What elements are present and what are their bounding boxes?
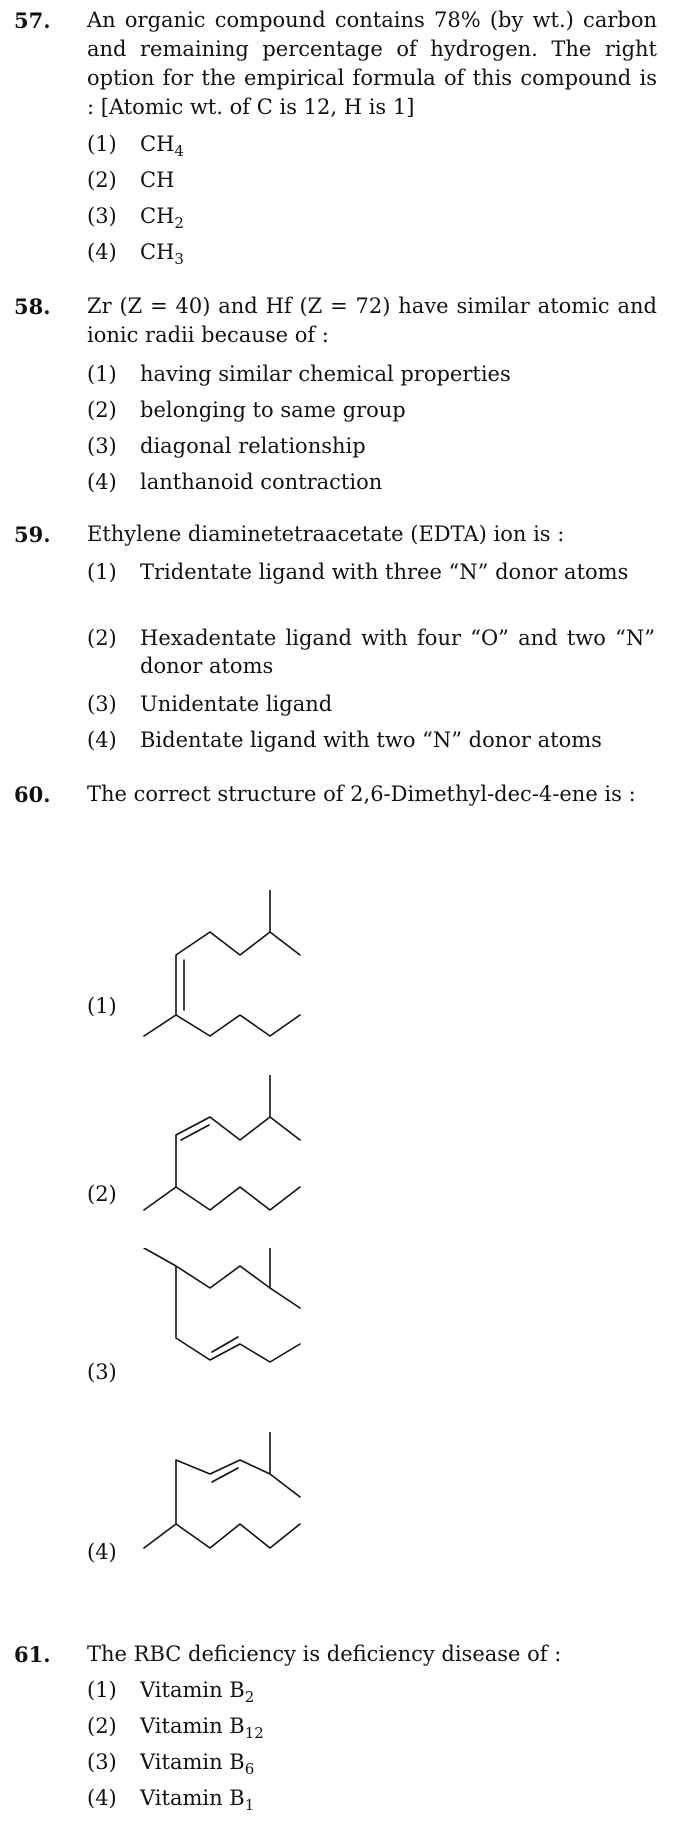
structure-option-4 [143,1432,301,1549]
question-text: The RBC deficiency is deficiency disease… [87,1642,562,1666]
question-number: 61. [14,1642,51,1667]
structure-option-1 [143,890,301,1037]
structure-option-2 [143,1075,301,1211]
question-number: 59. [14,522,51,547]
structure-option-3 [143,1248,301,1363]
question-text: An organic compound contains 78% (by wt.… [87,8,657,119]
question-number: 58. [14,294,51,319]
question-text: Zr (Z = 40) and Hf (Z = 72) have similar… [87,294,657,347]
question-text: The correct structure of 2,6-Dimethyl-de… [87,782,636,806]
question-number: 60. [14,782,51,807]
question-text: Ethylene diaminetetraacetate (EDTA) ion … [87,522,565,546]
question-number: 57. [14,8,51,33]
